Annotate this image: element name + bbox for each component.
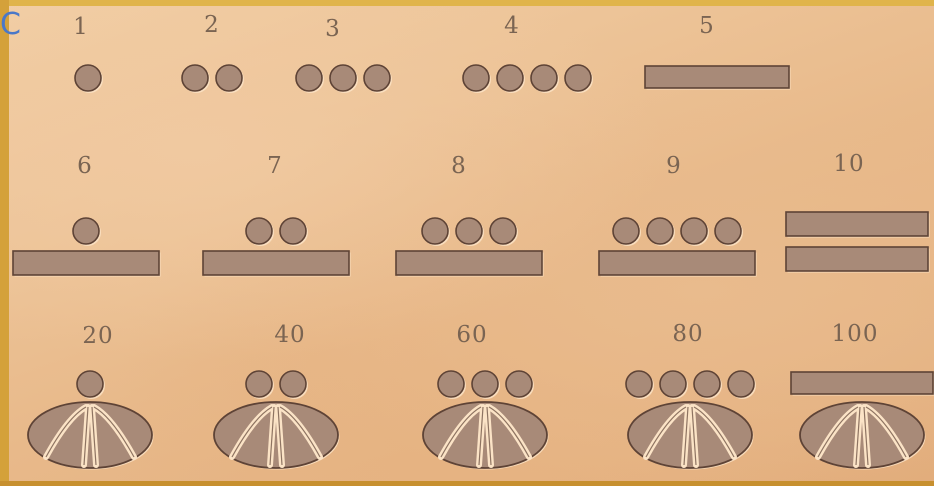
numeral-6-dot-1 [73, 218, 99, 244]
numeral-80-dot-3 [694, 371, 720, 397]
numeral-4-dot-4 [565, 65, 591, 91]
numeral-40-dot-1 [246, 371, 272, 397]
numeral-7-bar-1 [203, 251, 349, 275]
numeral-4-dot-1 [463, 65, 489, 91]
numeral-60-dot-2 [472, 371, 498, 397]
numeral-8-dot-3 [490, 218, 516, 244]
numeral-8-dot-1 [422, 218, 448, 244]
numeral-80-dot-2 [660, 371, 686, 397]
numeral-1-dot-1 [75, 65, 101, 91]
numeral-9-dot-3 [681, 218, 707, 244]
numeral-40-dot-2 [280, 371, 306, 397]
numeral-8-bar-1 [396, 251, 542, 275]
numeral-60-dot-3 [506, 371, 532, 397]
numeral-60-dot-1 [438, 371, 464, 397]
numeral-6-bar-1 [13, 251, 159, 275]
numeral-4-dot-3 [531, 65, 557, 91]
numeral-3-dot-1 [296, 65, 322, 91]
numeral-3-dot-3 [364, 65, 390, 91]
numeral-9-dot-1 [613, 218, 639, 244]
numeral-3-dot-2 [330, 65, 356, 91]
numeral-20-dot-1 [77, 371, 103, 397]
numeral-10-bar-2 [786, 247, 928, 271]
numeral-9-dot-2 [647, 218, 673, 244]
numeral-2-dot-1 [182, 65, 208, 91]
numeral-9-dot-4 [715, 218, 741, 244]
numeral-7-dot-2 [280, 218, 306, 244]
numeral-100-bar-1 [791, 372, 933, 394]
numeral-8-dot-2 [456, 218, 482, 244]
numeral-4-dot-2 [497, 65, 523, 91]
numeral-7-dot-1 [246, 218, 272, 244]
numeral-10-bar-1 [786, 212, 928, 236]
numeral-80-dot-1 [626, 371, 652, 397]
numeral-2-dot-2 [216, 65, 242, 91]
numeral-9-bar-1 [599, 251, 755, 275]
numeral-80-dot-4 [728, 371, 754, 397]
numeral-5-bar-1 [645, 66, 789, 88]
